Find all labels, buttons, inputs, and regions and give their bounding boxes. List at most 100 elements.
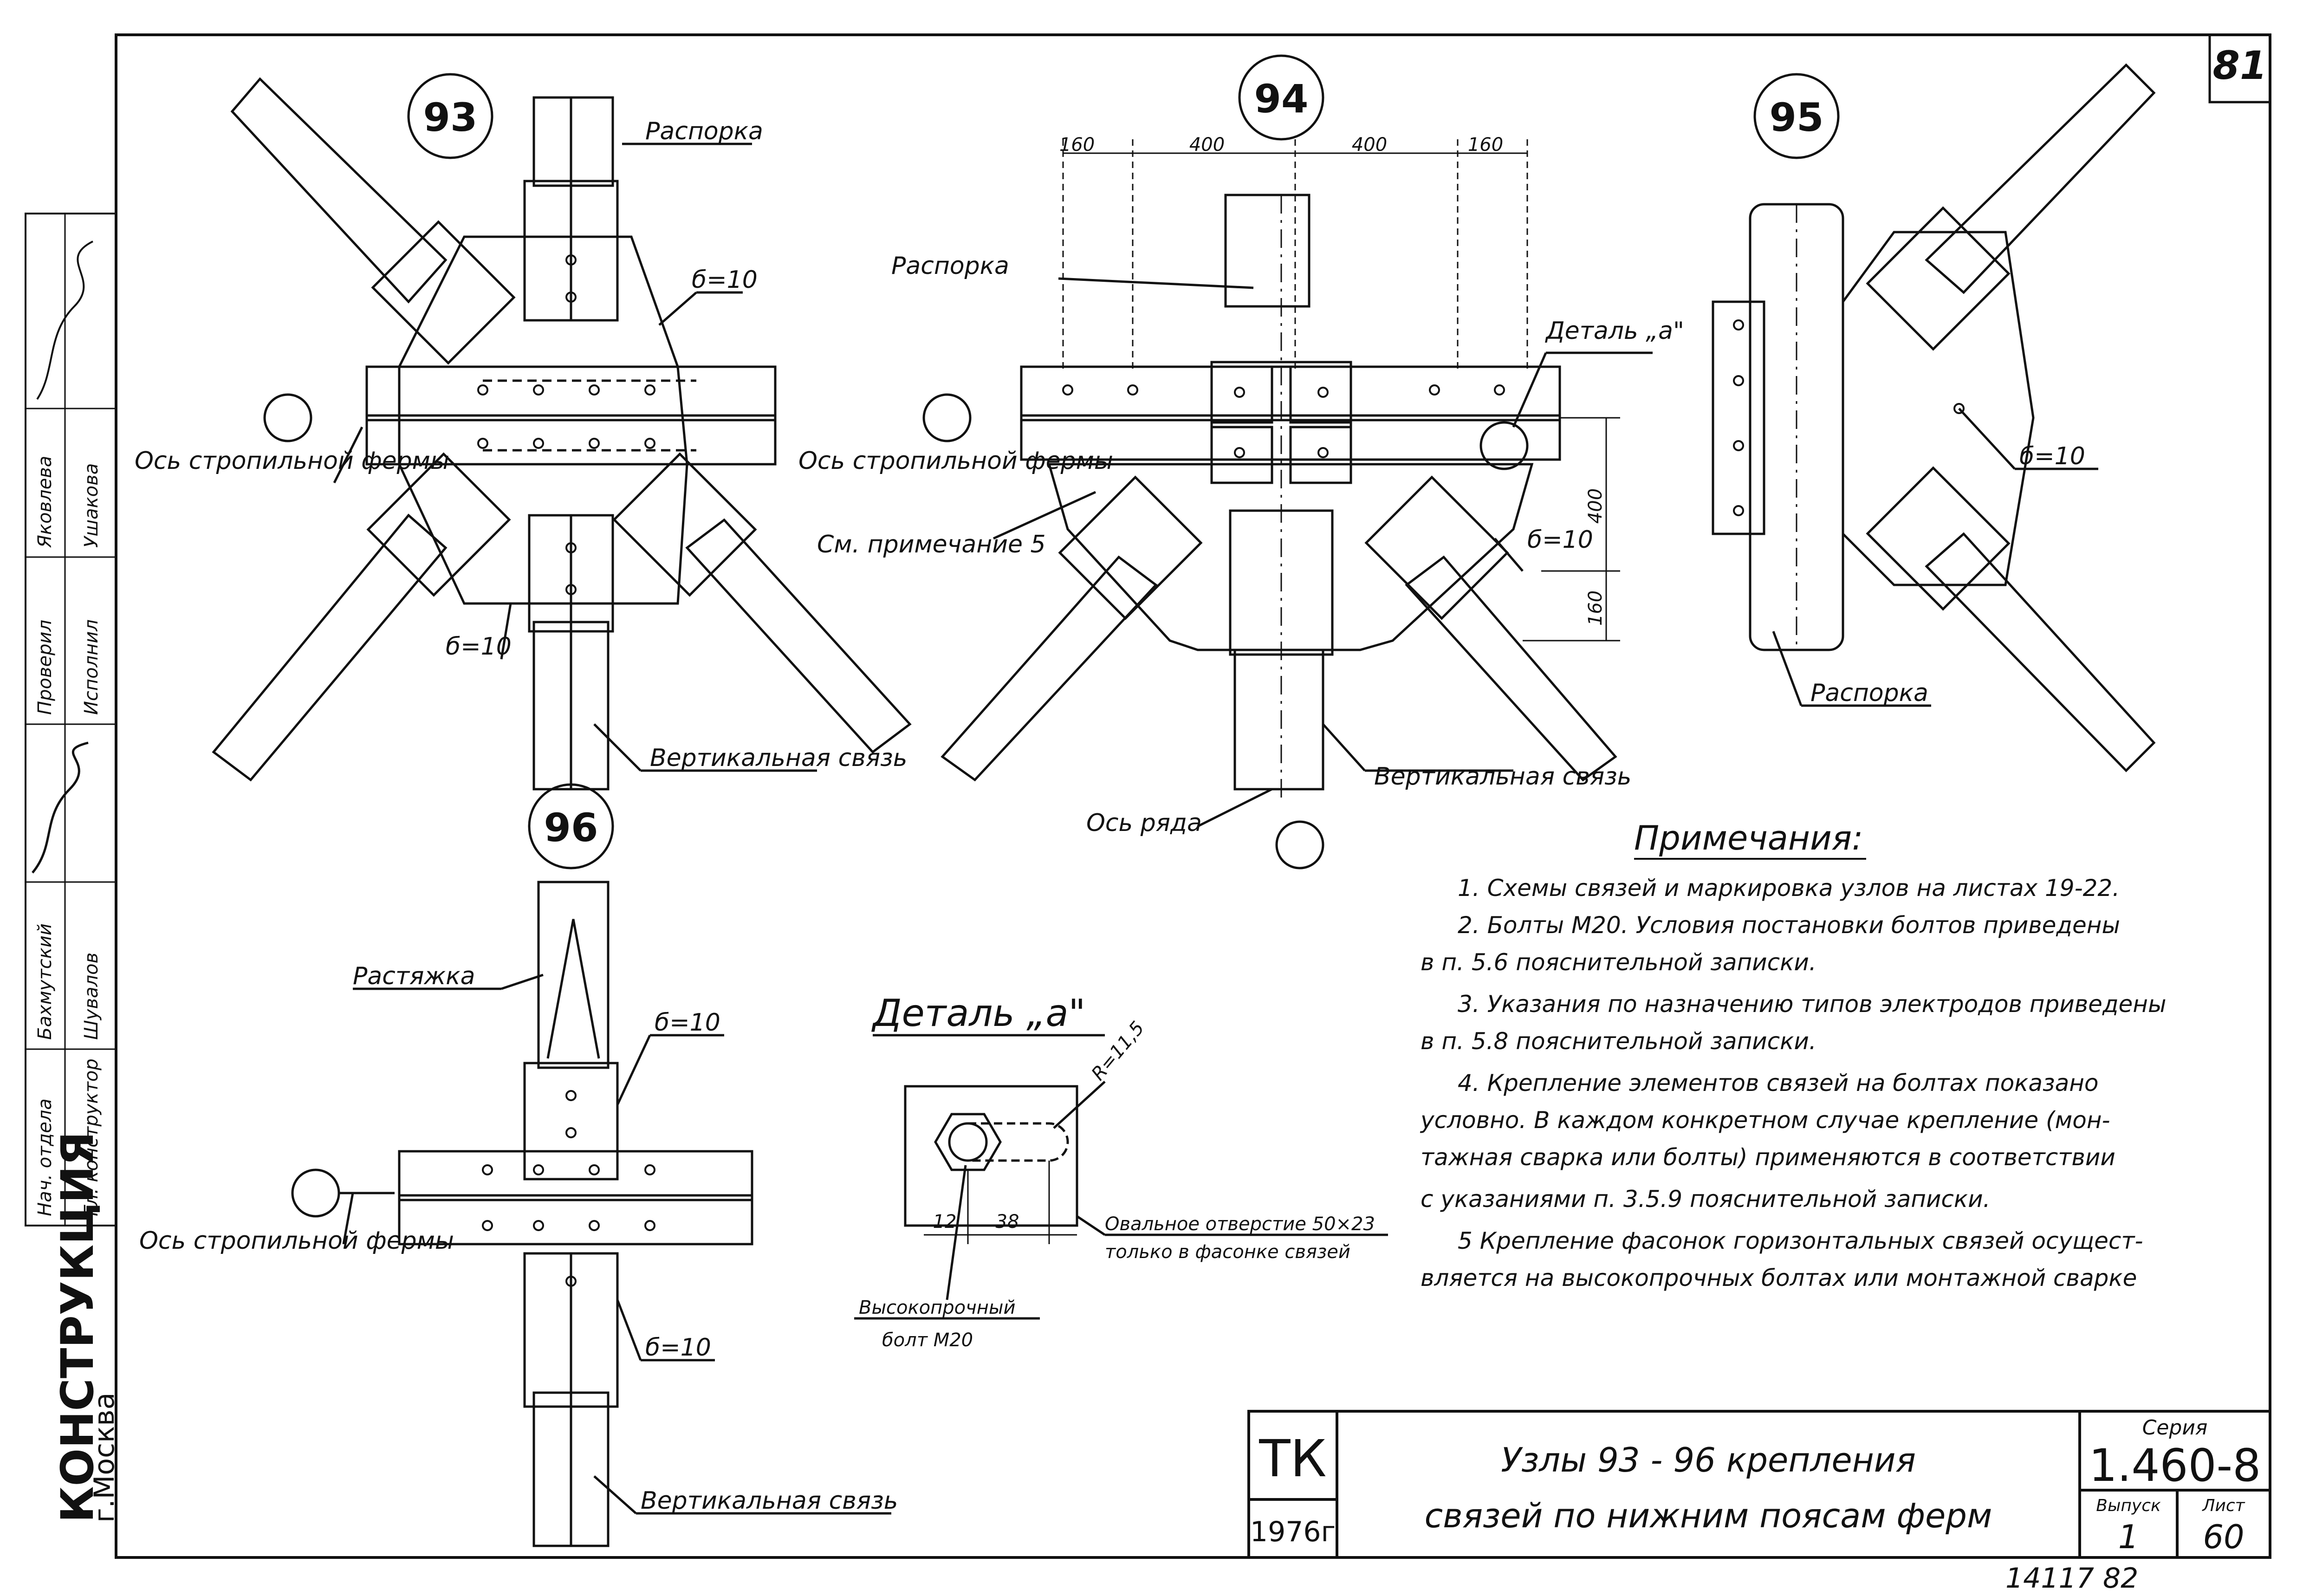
node-94-dim-400-left: 400: [1189, 134, 1225, 156]
bottom-archive-numbers: 14117 82: [2005, 1562, 2138, 1595]
node-94-detail-marker: [1479, 421, 1529, 470]
node-96-axis-label: Ось стропильной фермы: [139, 1227, 454, 1255]
node-95-gusset: [1842, 231, 2035, 586]
signature-scribble: [32, 741, 89, 874]
title-block-series: 1.460-8: [2089, 1440, 2261, 1492]
node-95-strut-label: Распорка: [1810, 679, 1928, 707]
node-95-marker: [1753, 73, 1840, 159]
node-93-gusset: [398, 235, 688, 605]
node-94-side-dim-400-text: 400: [1585, 488, 1606, 524]
node-95-thickness-label: б=10: [2019, 442, 2085, 470]
note-line-8: тажная сварка или болты) применяются в с…: [1421, 1144, 2115, 1171]
stamp-role-executed: Исполнил: [81, 619, 102, 715]
node-94-side-dim-160: 160: [1585, 590, 1606, 626]
note-line-7: условно. В каждом конкретном случае креп…: [1420, 1107, 2110, 1134]
node-94-dim-160-left: 160: [1059, 134, 1095, 156]
node-96-thickness-label: б=10: [655, 1009, 720, 1037]
node-93-diagonal-ll: [212, 452, 511, 782]
stamp-name-bakhmutsky: Бахмутский: [34, 923, 56, 1040]
node-94-axis-marker: [922, 393, 972, 442]
node-94-thickness-label: б=10: [1527, 526, 1593, 554]
leader-line: [946, 1165, 967, 1300]
leader-line: [1058, 277, 1254, 289]
node-94-dim-160-right: 160: [1468, 134, 1503, 156]
detail-a-oval-note-1: Овальное отверстие 50×23: [1105, 1213, 1375, 1235]
node-95-bolts: [1733, 319, 1965, 516]
stamp-role-head-dept: Нач. отдела: [34, 1098, 56, 1216]
node-96-tie: [537, 881, 610, 1069]
node-95-strut-plate: [1712, 300, 1765, 535]
node-94-diagonal-right: [1364, 475, 1617, 782]
sheet-frame: [115, 33, 2271, 1559]
node-93-strut: [532, 96, 614, 187]
side-stamp: Нач. отдела Гл. конструктор Шувалов Бахм…: [25, 195, 117, 1226]
leader-line: [593, 723, 642, 772]
node-94-side-dim-160-text: 160: [1585, 590, 1606, 626]
leader-line: [1197, 788, 1273, 828]
title-block-issue: 1: [2118, 1518, 2139, 1556]
node-95-number: 95: [1770, 95, 1824, 140]
node-93-axis-marker: [263, 393, 312, 442]
bolt-hole-icon: [948, 1122, 988, 1162]
detail-a-radius: R=11,5: [1087, 1018, 1148, 1085]
city-label: г.Москва: [88, 1393, 121, 1523]
title-block-title-1: Узлы 93 - 96 крепления: [1501, 1440, 1916, 1479]
detail-a-radius-text: R=11,5: [1087, 1018, 1148, 1085]
leader-line: [616, 1299, 642, 1361]
node-93-thickness-label: б=10: [692, 266, 758, 294]
title-block-issue-label: Выпуск: [2096, 1496, 2161, 1515]
oval-hole-icon: [968, 1122, 1069, 1162]
leader-line: [1053, 1081, 1106, 1129]
node-93-diagonal-lr: [612, 452, 912, 754]
detail-a-title: Деталь „а": [871, 992, 1085, 1035]
note-line-4: 3. Указания по назначению типов электрод…: [1458, 991, 2166, 1018]
node-94-vertical-plate: [1229, 509, 1334, 656]
node-95-diagonal-lower: [1866, 466, 2156, 772]
node-95: 95: [1712, 63, 2156, 772]
title-block-year: 1976г: [1250, 1516, 1336, 1548]
node-96-chord: [398, 1150, 753, 1246]
leader-line: [1322, 723, 1366, 772]
node-94-gusset: [1047, 463, 1534, 651]
node-94-row-axis-marker: [1275, 820, 1324, 869]
note-line-10: 5 Крепление фасонок горизонтальных связе…: [1458, 1227, 2143, 1254]
leader-line: [1512, 352, 1547, 428]
node-96-number: 96: [544, 805, 598, 850]
leader-line: [658, 292, 697, 326]
leader-line: [593, 1475, 637, 1514]
node-96-thickness2-label: б=10: [645, 1334, 711, 1362]
node-93-marker: [407, 73, 493, 159]
node-94-detail-label: Деталь „а": [1545, 317, 1684, 345]
leader-line: [501, 973, 544, 990]
node-93-thickness2-label: б=10: [446, 633, 512, 661]
node-94-diagonal-left: [941, 475, 1203, 782]
detail-a: [854, 1034, 1388, 1320]
node-93: 93: [212, 73, 912, 791]
title-block-tk: ТК: [1259, 1429, 1326, 1488]
detail-a-oval-note-2: только в фасонке связей: [1105, 1241, 1350, 1263]
node-93-number: 93: [423, 95, 478, 140]
note-line-5: в п. 5.8 пояснительной записки.: [1421, 1028, 1816, 1055]
node-96: 96: [291, 783, 891, 1547]
leader-line: [333, 426, 363, 484]
node-93-vertical-label: Вертикальная связь: [650, 744, 907, 772]
node-96-top-plate: [523, 1062, 619, 1181]
node-94-vertical-brace: [1233, 649, 1324, 791]
node-94-note-ref-label: См. примечание 5: [817, 531, 1046, 558]
leader-line: [1772, 631, 1803, 706]
note-line-3: в п. 5.6 пояснительной записки.: [1421, 949, 1816, 976]
note-line-2: 2. Болты М20. Условия постановки болтов …: [1458, 912, 2120, 939]
org-name: КОНСТРУКЦИЯ: [52, 1131, 104, 1523]
node-96-axis-marker: [291, 1168, 340, 1218]
node-94-row-axis-label: Ось ряда: [1086, 809, 1202, 837]
detail-a-dim-12: 12: [933, 1211, 957, 1233]
title-block: [1247, 1410, 2271, 1559]
bolt-head-icon: [934, 1113, 1002, 1171]
node-94-strut: [1224, 194, 1310, 308]
stamp-role-checked: Проверил: [34, 620, 56, 715]
note-line-11: вляется на высокопрочных болтах или монт…: [1421, 1265, 2137, 1291]
leader-line: [1958, 408, 2016, 470]
title-block-title-2: связей по нижним поясам ферм: [1425, 1496, 1992, 1535]
leader-line: [616, 1034, 651, 1106]
